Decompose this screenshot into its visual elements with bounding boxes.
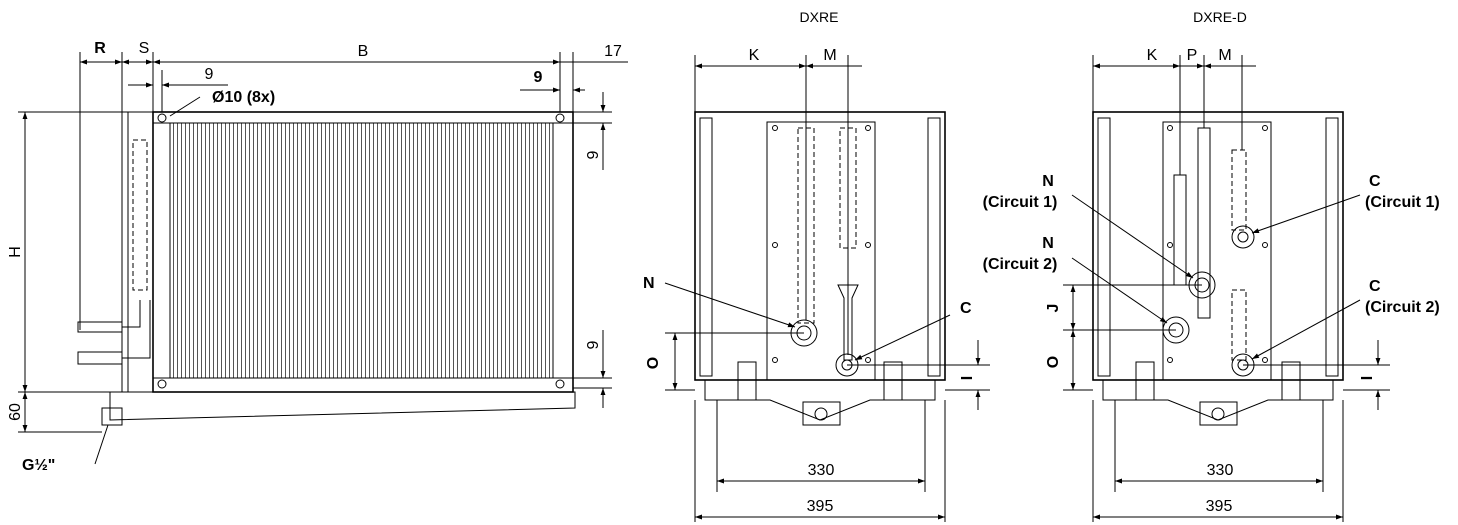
- dxre-d-dim-j: J: [1045, 304, 1062, 313]
- dxre-drain-tray: [704, 379, 936, 421]
- dxre-label-n: N: [643, 275, 655, 292]
- connection-pipes: [77, 300, 151, 365]
- dim-60-label: 60: [7, 403, 24, 421]
- dxre-d-n-circuit-1: (Circuit 1): [983, 194, 1058, 211]
- dxre-dim-330: 330: [808, 462, 835, 479]
- dxre-d-drain-tray: [1102, 379, 1334, 421]
- dxre-d-bolts: [1167, 125, 1268, 363]
- dxre-d-dim-k: K: [1147, 47, 1158, 64]
- header-box: [121, 111, 154, 393]
- dim-9-vert-upper-label: 9: [585, 150, 602, 159]
- dim-17-label: 17: [604, 43, 622, 60]
- dxre-d-panel: [1162, 121, 1272, 381]
- dxre-d-n-label-2: N: [1042, 235, 1054, 252]
- dim-h-label: H: [7, 246, 24, 258]
- dim-9-top-label: 9: [205, 66, 214, 83]
- dxre-clamp-right: [883, 361, 903, 401]
- dim-r-label: R: [94, 40, 106, 57]
- dxre-d-dim-330: 330: [1207, 462, 1234, 479]
- dxre-d-dim-p: P: [1187, 47, 1198, 64]
- dxre-d-title: DXRE-D: [1193, 9, 1247, 25]
- dim-s-label: S: [139, 40, 150, 57]
- dxre-title: DXRE: [800, 9, 839, 25]
- dxre-panel: [766, 121, 876, 381]
- drain-spigot: [101, 407, 123, 426]
- header-pipe-hidden: [132, 139, 148, 291]
- dxre-dim-o: O: [645, 357, 662, 369]
- dxre-d-dim-395: 395: [1206, 498, 1233, 515]
- dxre-bolts: [772, 125, 871, 363]
- dim-9-right-top-label: 9: [534, 69, 543, 86]
- dxre-view: DXRE K M N: [643, 9, 990, 522]
- coil-fin-pack: [169, 122, 554, 379]
- mounting-holes: [157, 113, 565, 389]
- dxre-d-casing: [1092, 111, 1344, 381]
- dxre-d-n-label-1: N: [1042, 173, 1054, 190]
- dxre-d-connection-c1: [1231, 225, 1255, 249]
- dxre-dim-k: K: [749, 47, 760, 64]
- dxre-d-clamp-left: [1135, 361, 1155, 401]
- dxre-clamp-left: [737, 361, 757, 401]
- dim-9-vert-lower-label: 9: [585, 340, 602, 349]
- dxre-d-c-label-1: C: [1369, 173, 1381, 190]
- drain-tray: [109, 391, 576, 421]
- dxre-d-c-circuit-1: (Circuit 1): [1365, 194, 1440, 211]
- dxre-d-dim-m: M: [1218, 47, 1231, 64]
- dxre-casing: [694, 111, 946, 381]
- dxre-d-c-circuit-2: (Circuit 2): [1365, 299, 1440, 316]
- dxre-dim-i: I: [959, 376, 976, 380]
- hole-note: Ø10 (8x): [212, 89, 275, 106]
- dxre-dim-m: M: [823, 47, 836, 64]
- dxre-d-clamp-right: [1281, 361, 1301, 401]
- drain-label: G½": [22, 457, 55, 474]
- dxre-d-c-label-2: C: [1369, 278, 1381, 295]
- dxre-d-dim-i: I: [1359, 376, 1376, 380]
- dxre-label-c: C: [960, 300, 972, 317]
- dxre-dim-395: 395: [807, 498, 834, 515]
- dxre-d-n-circuit-2: (Circuit 2): [983, 256, 1058, 273]
- side-view: R S B 17 9 9 Ø10 (8x) 9 9: [7, 40, 628, 474]
- dxre-d-dim-o: O: [1045, 356, 1062, 368]
- dxre-d-view: DXRE-D: [983, 9, 1440, 522]
- dim-b-label: B: [358, 43, 369, 60]
